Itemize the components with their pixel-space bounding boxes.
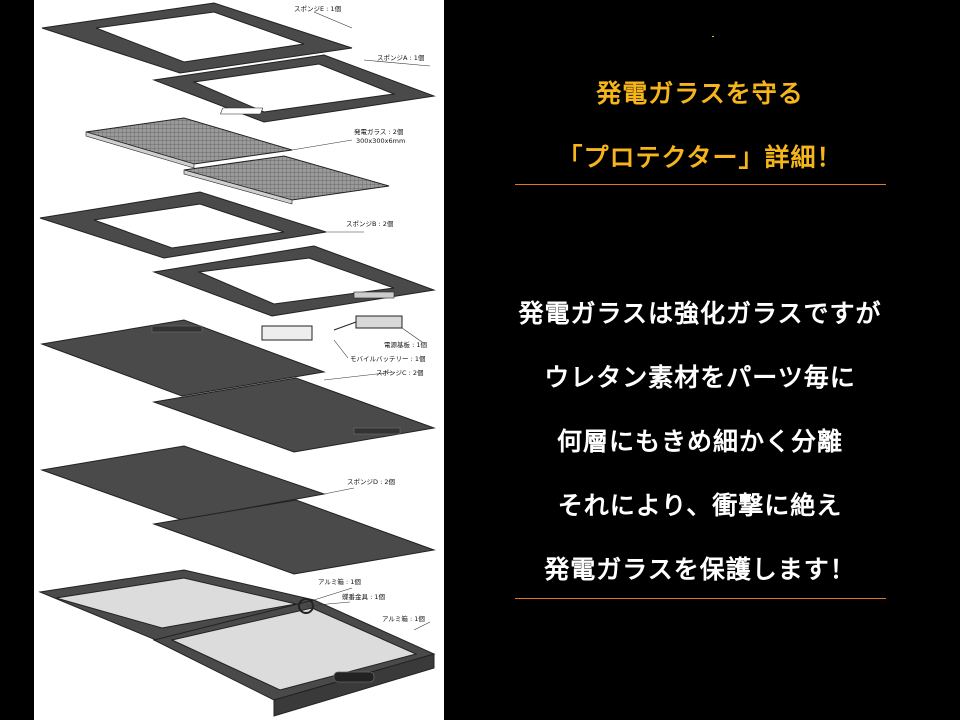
label-aluminum-case-1: アルミ箱 : 1個 <box>318 577 361 586</box>
bottom-divider <box>515 598 886 599</box>
sponge-a-frame <box>152 54 436 123</box>
exploded-diagram: スポンジE : 1個 スポンジA : 1個 発電ガラス : 2個 300x300… <box>34 0 444 720</box>
body-line-1: 発電ガラスは強化ガラスですが <box>518 299 882 328</box>
title-line-1: 発電ガラスを守る <box>596 79 804 108</box>
label-sponge-d: スポンジD : 2個 <box>347 477 395 486</box>
label-power-board: 電源基板 : 1個 <box>384 340 427 349</box>
label-sponge-b: スポンジB : 2個 <box>346 219 394 228</box>
body-line-2: ウレタン素材をパーツ毎に <box>544 363 856 392</box>
body-line-3: 何層にもきめ細かく分離 <box>556 427 843 456</box>
sponge-c-board-1 <box>40 319 326 397</box>
sponge-c-board-2 <box>152 377 436 453</box>
body-line-5: 発電ガラスを保護します！ <box>544 555 856 584</box>
label-aluminum-case-2: アルミ箱 : 1個 <box>382 614 425 623</box>
power-board <box>333 315 403 331</box>
leader-lines <box>291 11 431 631</box>
label-sponge-e: スポンジE : 1個 <box>294 4 342 13</box>
accent-dot <box>712 36 714 37</box>
label-sponge-a: スポンジA : 1個 <box>377 53 425 62</box>
label-hinge: 蝶番金具 : 1個 <box>342 592 385 601</box>
label-mobile-battery: モバイルバッテリー : 1個 <box>350 354 426 363</box>
label-glass-size: 300x300x6mm <box>356 137 405 145</box>
sponge-b-frame-2 <box>152 245 436 317</box>
title-line-2: 「プロテクター」詳細！ <box>557 143 843 172</box>
mobile-battery <box>261 325 313 341</box>
label-glass: 発電ガラス : 2個 <box>354 127 404 136</box>
sponge-e-frame <box>41 2 353 74</box>
sponge-d-board-2 <box>152 499 436 575</box>
sponge-b-frame-1 <box>39 191 327 259</box>
glass-panel-2 <box>183 155 390 205</box>
exploded-diagram-drawing: スポンジE : 1個 スポンジA : 1個 発電ガラス : 2個 300x300… <box>38 2 436 717</box>
title-divider <box>515 184 886 185</box>
label-sponge-c: スポンジC : 2個 <box>376 368 424 377</box>
body-line-4: それにより、衝撃に絶え <box>557 491 843 520</box>
aluminum-case <box>38 569 436 717</box>
